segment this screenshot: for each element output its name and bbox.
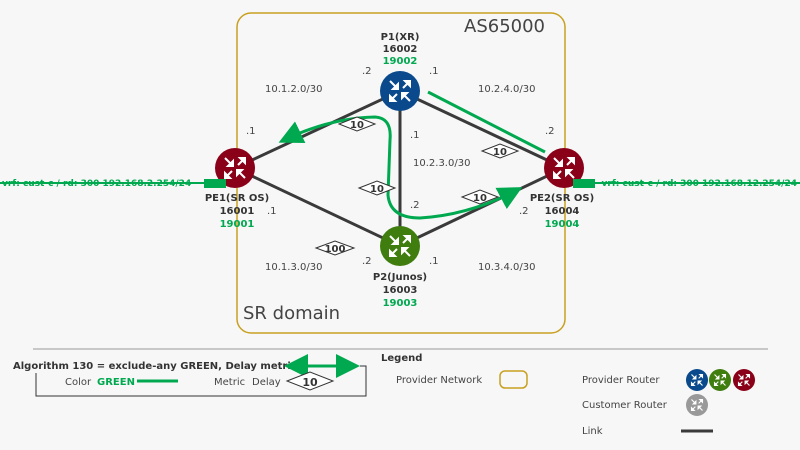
legend-title: Legend [381, 353, 422, 364]
ip-p2-pe2-a: .1 [429, 256, 439, 267]
ip-p2-pe2-b: .2 [519, 206, 529, 217]
pe2-sid: 16004 [545, 206, 580, 217]
metric-label: Metric [214, 377, 245, 388]
router-p1[interactable] [380, 71, 420, 111]
link-pe1-p1 [234, 89, 401, 170]
pe2-vrf-label: vrf: cust-c / rd: 300 192.168.12.254/24 [602, 179, 797, 189]
router-pe1[interactable] [215, 148, 255, 188]
metric-pe1-p2: 100 [314, 240, 356, 256]
metric-p1-p2: 10 [357, 180, 397, 196]
svg-text:10: 10 [473, 193, 487, 204]
pe1-vrf-label: vrf: cust-c / rd: 300 192.168.2.254/24 [2, 179, 191, 189]
legend-router-red [733, 369, 755, 391]
legend-provider-router: Provider Router [582, 375, 660, 386]
ip-p1-pe2-b: .2 [545, 126, 555, 137]
legend-router-blue [686, 369, 708, 391]
ip-pe1-p1-b: .2 [362, 66, 372, 77]
color-value: GREEN [97, 377, 135, 388]
metric-type: Delay [252, 377, 281, 388]
p1-flex-sid: 19002 [383, 56, 418, 67]
link-pe1-p2 [234, 166, 401, 248]
subnet-pe1-p2: 10.1.3.0/30 [265, 262, 322, 273]
color-label: Color [65, 377, 92, 388]
metric-pe1-p1: 10 [337, 116, 377, 132]
router-p2[interactable] [380, 226, 420, 266]
p1-sid: 16002 [383, 44, 418, 55]
metric-p2-pe2: 10 [460, 189, 500, 205]
svg-text:100: 100 [325, 244, 346, 255]
p1-name: P1(XR) [381, 32, 420, 43]
ip-pe1-p1-a: .1 [246, 126, 256, 137]
svg-text:10: 10 [370, 184, 384, 195]
pe2-name: PE2(SR OS) [530, 193, 594, 204]
ip-p1-p2-a: .1 [410, 130, 420, 141]
legend-router-gray [686, 394, 708, 416]
algo-title: Algorithm 130 = exclude-any GREEN, Delay… [13, 361, 297, 372]
algo-bracket [35, 365, 367, 397]
legend-router-green [709, 369, 731, 391]
subnet-p1-p2: 10.2.3.0/30 [413, 158, 470, 169]
legend-provider-network: Provider Network [396, 375, 482, 386]
ip-p1-pe2-a: .1 [429, 66, 439, 77]
p2-name: P2(Junos) [373, 272, 427, 283]
svg-text:10: 10 [493, 147, 507, 158]
subnet-pe1-p1: 10.1.2.0/30 [265, 84, 322, 95]
links [234, 89, 565, 248]
pe1-flex-sid: 19001 [220, 219, 255, 230]
pe2-port [573, 179, 595, 188]
subnet-p1-pe2: 10.2.4.0/30 [478, 84, 535, 95]
pe1-name: PE1(SR OS) [205, 193, 269, 204]
router-pe2[interactable] [544, 148, 584, 188]
legend-link: Link [582, 426, 603, 437]
p2-flex-sid: 19003 [383, 298, 418, 309]
legend-customer-router: Customer Router [582, 400, 668, 411]
ip-p1-p2-b: .2 [410, 200, 420, 211]
domain-label: SR domain [243, 303, 340, 324]
ip-pe1-p2-b: .2 [362, 256, 372, 267]
link-p1-pe2 [399, 89, 565, 170]
pe1-port [204, 179, 226, 188]
ip-pe1-p2-a: .1 [267, 206, 277, 217]
subnet-p2-pe2: 10.3.4.0/30 [478, 262, 535, 273]
as-label: AS65000 [464, 16, 545, 37]
metric-diamond [285, 371, 335, 391]
pe2-flex-sid: 19004 [545, 219, 580, 230]
flex-path-segment [427, 90, 546, 154]
pe1-sid: 16001 [220, 206, 255, 217]
flex-path-arrow [278, 115, 523, 220]
legend-network-box [499, 370, 528, 389]
metric-p1-pe2: 10 [480, 143, 520, 159]
svg-text:10: 10 [350, 120, 364, 131]
metric-value: 10 [302, 376, 318, 389]
p2-sid: 16003 [383, 285, 418, 296]
